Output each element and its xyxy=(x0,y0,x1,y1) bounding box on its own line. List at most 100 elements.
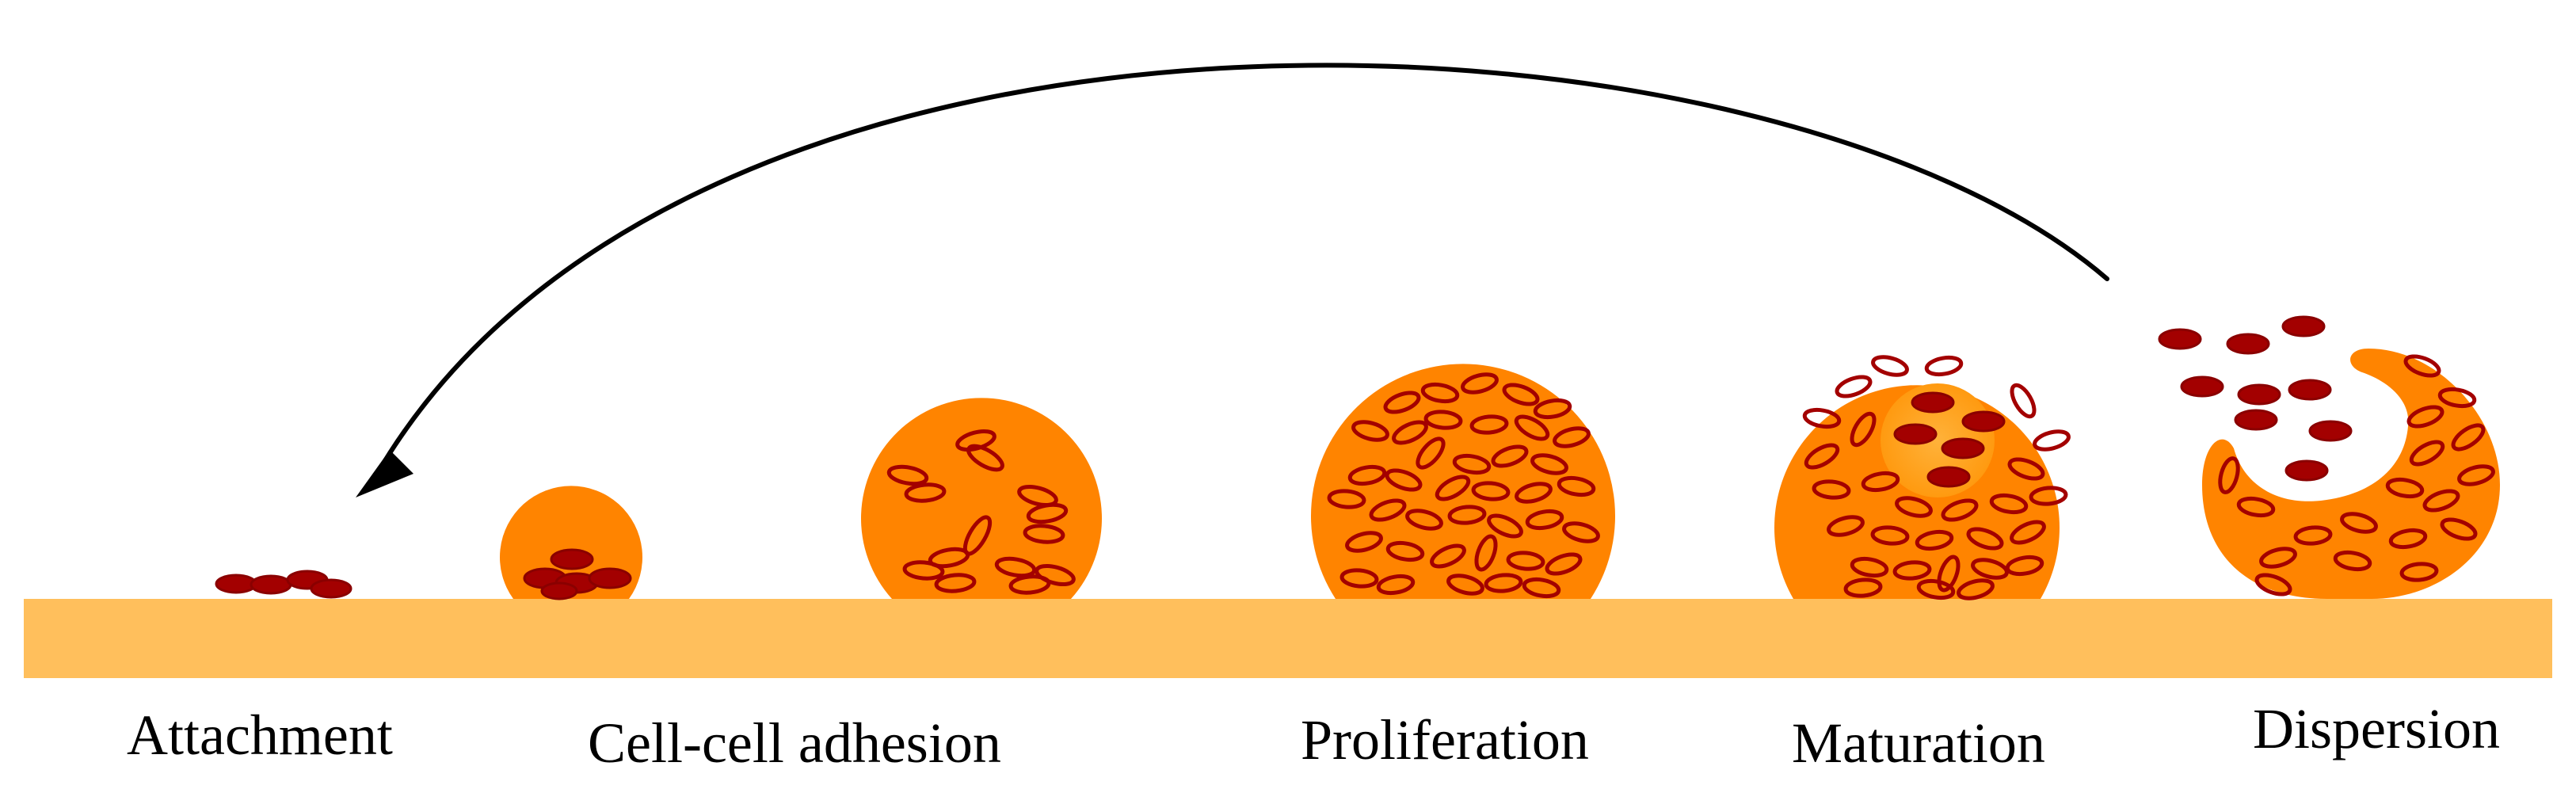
cell xyxy=(1345,531,1383,553)
cell xyxy=(1812,479,1851,500)
released-cells xyxy=(2158,315,2353,482)
cell xyxy=(1452,453,1492,475)
cell xyxy=(1351,420,1389,442)
cell xyxy=(1924,355,1964,377)
cell xyxy=(2293,525,2333,546)
cell xyxy=(1405,509,1443,531)
cycle-arrow xyxy=(374,63,2109,478)
cell xyxy=(1557,475,1596,497)
cell xyxy=(1804,443,1840,470)
cell xyxy=(540,581,578,600)
cell xyxy=(1447,505,1487,525)
cell xyxy=(2259,547,2297,569)
cell xyxy=(1525,509,1564,531)
cell xyxy=(1835,375,1873,398)
cell xyxy=(2236,496,2276,518)
cell xyxy=(2010,520,2046,545)
cell xyxy=(1957,578,1995,600)
cell xyxy=(1843,577,1883,598)
cell xyxy=(2007,457,2045,481)
cell xyxy=(1502,383,1540,406)
label-attachment: Attachment xyxy=(127,703,393,767)
cell xyxy=(2409,440,2445,467)
cell xyxy=(1435,475,1471,501)
cell xyxy=(1926,466,1971,488)
medium-matrix-dome xyxy=(861,398,1102,599)
cell xyxy=(904,482,947,503)
cell xyxy=(1515,482,1553,504)
cell xyxy=(2333,550,2372,572)
cell xyxy=(2399,562,2439,582)
cell xyxy=(1989,493,2029,515)
cell xyxy=(1861,471,1900,493)
cell xyxy=(2033,429,2071,452)
cell xyxy=(1893,423,1938,445)
cell xyxy=(2234,409,2278,431)
cell xyxy=(1937,555,1961,593)
cell xyxy=(2226,333,2270,355)
early-biofilm-stage xyxy=(861,398,1102,599)
cell xyxy=(2254,573,2292,597)
cell xyxy=(2385,477,2425,499)
cell xyxy=(1966,527,2004,551)
cell xyxy=(1392,420,1428,445)
cell xyxy=(1347,464,1387,486)
cell xyxy=(2005,555,2044,577)
cell xyxy=(1420,382,1460,404)
cell xyxy=(1802,407,1842,429)
cell xyxy=(1385,468,1423,492)
cell xyxy=(2437,387,2477,409)
cell xyxy=(1871,355,1909,377)
cell xyxy=(1545,552,1583,576)
cell xyxy=(1961,410,2006,433)
cell xyxy=(2010,383,2037,419)
cell xyxy=(2288,379,2332,401)
inner-microcolony xyxy=(1881,383,1995,497)
cell xyxy=(1941,437,1985,459)
cell xyxy=(1870,525,1910,546)
cycle-arrowhead xyxy=(356,450,413,497)
cell xyxy=(1916,578,1956,600)
cell xyxy=(1423,410,1463,430)
cell xyxy=(2237,383,2281,406)
cell xyxy=(1915,529,1954,551)
cell xyxy=(1892,560,1932,581)
cell xyxy=(1026,502,1069,524)
cell xyxy=(928,547,970,569)
substrate-surface xyxy=(24,599,2552,678)
cell xyxy=(1035,564,1076,586)
cell xyxy=(886,464,929,486)
cell xyxy=(310,578,352,599)
cell xyxy=(1484,573,1523,593)
cell xyxy=(1416,436,1446,470)
cell xyxy=(2158,328,2202,350)
cell xyxy=(1850,411,1877,448)
cell xyxy=(550,548,594,570)
cell xyxy=(215,574,257,594)
cell xyxy=(902,560,945,581)
cell xyxy=(2340,512,2378,534)
cell xyxy=(1376,574,1416,596)
label-dispersion: Dispersion xyxy=(2253,697,2500,760)
cell xyxy=(1471,481,1511,501)
adhesion-stage-colony xyxy=(500,486,642,600)
cell xyxy=(1941,498,1979,522)
cell xyxy=(1487,513,1523,539)
label-proliferation: Proliferation xyxy=(1301,708,1589,772)
cell xyxy=(2388,528,2428,550)
cell xyxy=(2029,486,2068,506)
proliferation-stage xyxy=(1311,364,1615,599)
cell xyxy=(1327,489,1366,509)
cell xyxy=(1369,498,1407,522)
cell xyxy=(2180,375,2224,398)
cell xyxy=(1491,444,1529,468)
cell xyxy=(1469,414,1509,435)
cell xyxy=(2406,405,2445,429)
cell xyxy=(1850,556,1889,578)
cell xyxy=(2284,459,2329,482)
cell xyxy=(1514,414,1550,441)
cell xyxy=(2403,354,2441,378)
cell xyxy=(1446,574,1484,596)
cell xyxy=(1533,398,1572,420)
